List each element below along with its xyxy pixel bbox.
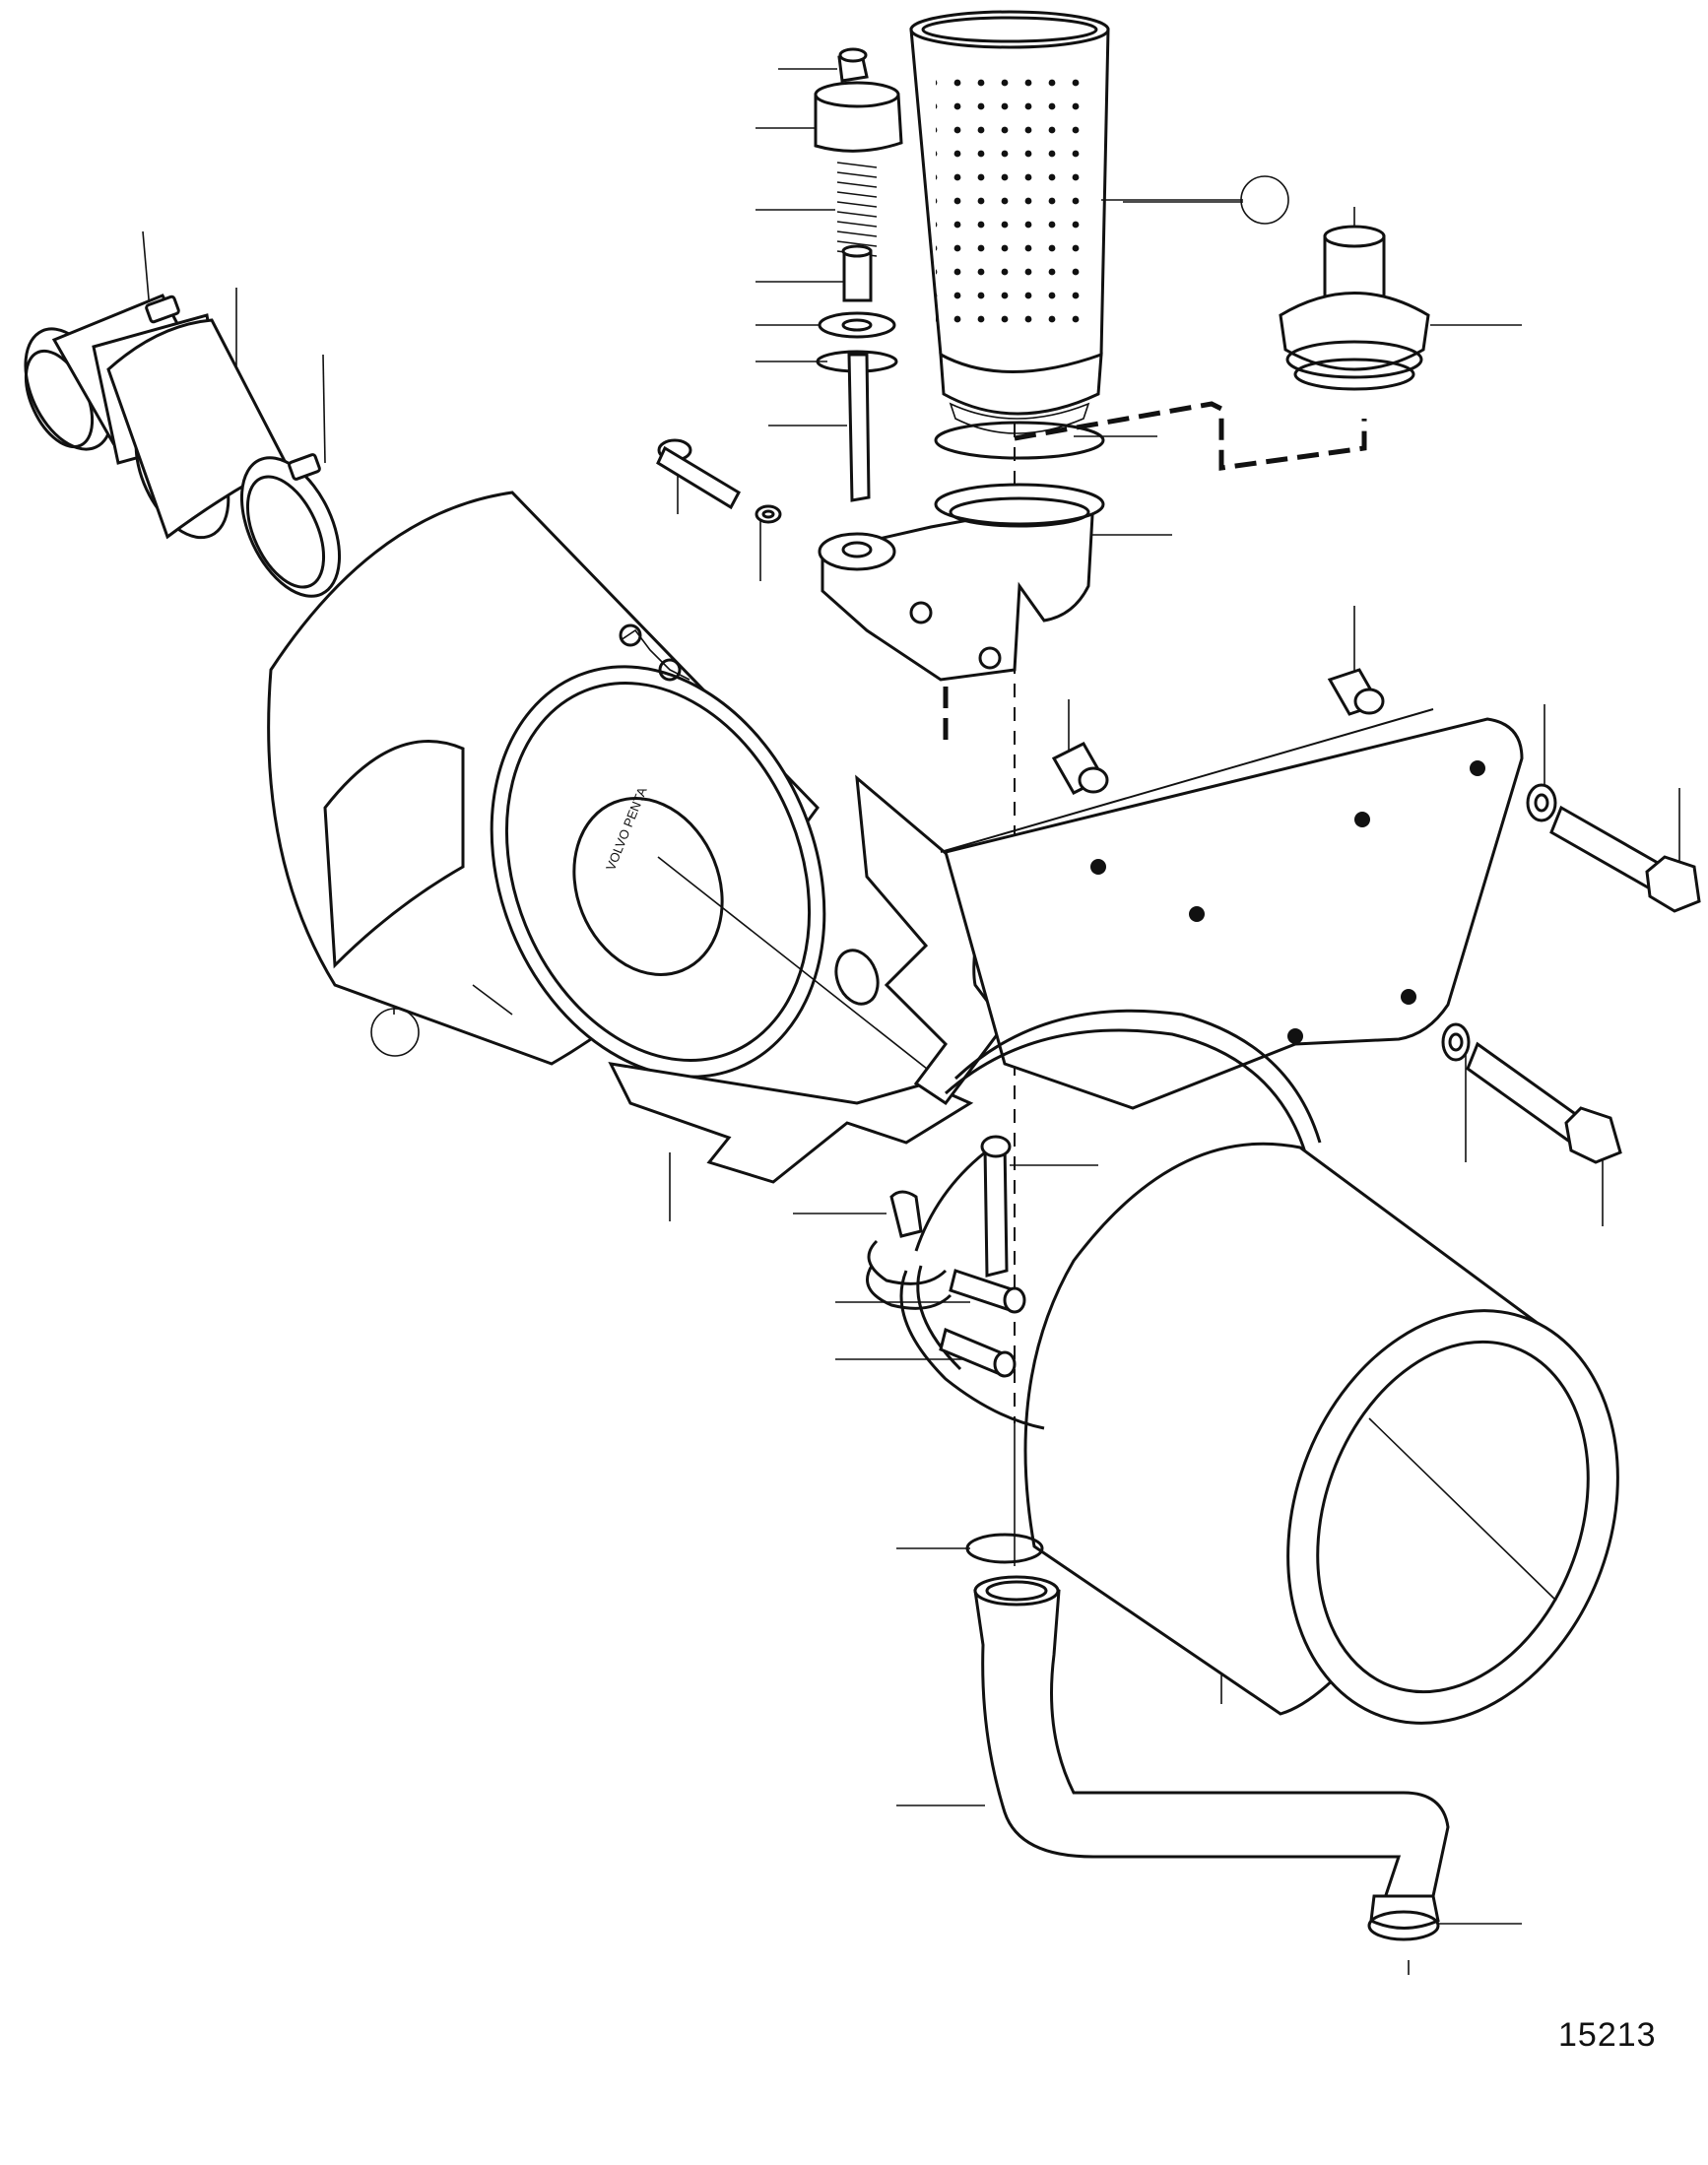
filter-base-housing xyxy=(818,483,1105,682)
hose-route-dashed xyxy=(1014,401,1367,471)
callout-circle-filter-housing xyxy=(370,1008,420,1057)
pre-filter-assembly xyxy=(899,1009,1619,1725)
bolts-right xyxy=(1441,783,1701,1164)
spacer-sleeves xyxy=(1051,668,1385,795)
clamp-hardware xyxy=(866,1135,1026,1378)
filter-element-cartridge xyxy=(909,10,1243,460)
drain-pipe-assembly xyxy=(965,1533,1450,1941)
callout-circle-filter-element xyxy=(1240,175,1289,225)
mounting-bracket xyxy=(608,774,1007,1184)
top-stud-assembly xyxy=(814,47,903,502)
bracket-bolt-left xyxy=(656,438,782,524)
intake-tube-assembly xyxy=(24,294,342,598)
air-filter-housing: VOLVO PENTA xyxy=(267,491,947,1084)
mounting-plate xyxy=(940,708,1524,1110)
figure-reference-number: 15213 xyxy=(1558,2016,1657,2054)
hose-connector xyxy=(1279,225,1430,391)
